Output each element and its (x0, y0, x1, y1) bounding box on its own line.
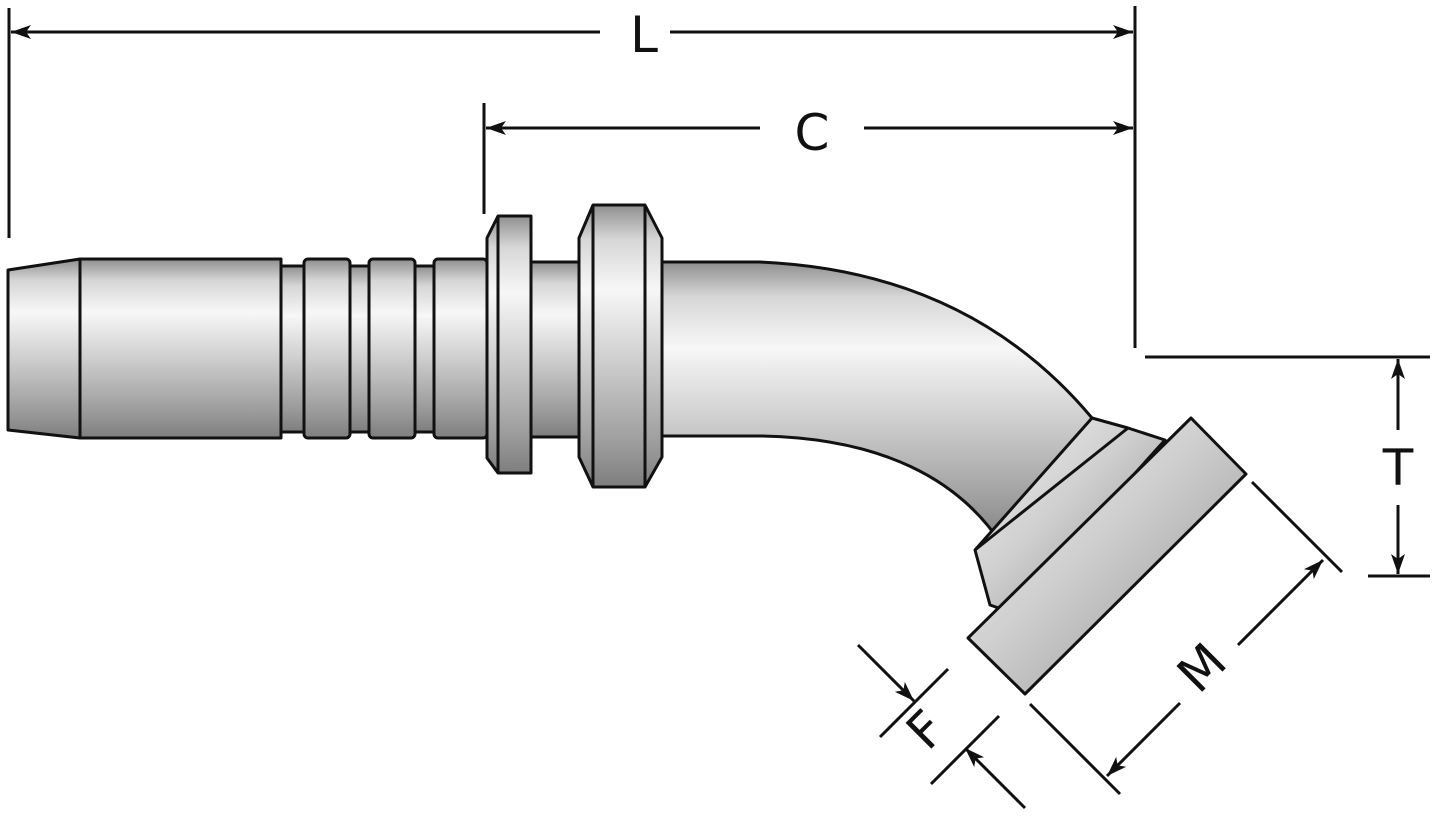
dim-M-arrow-down (1105, 701, 1182, 778)
barb-ring-1 (302, 257, 352, 440)
dim-F-arrow-right (963, 746, 1027, 810)
barb-ring-2 (367, 257, 417, 440)
dim-F-arrow-left (856, 643, 916, 703)
collar-shaft (529, 260, 581, 439)
flange-seam (974, 426, 1129, 552)
extension-line-m-top (1250, 480, 1344, 574)
flange-head (966, 416, 1248, 696)
dim-label-M: M (1166, 632, 1238, 704)
nipple-barrel (78, 257, 283, 440)
extension-line-f-left (878, 667, 950, 739)
barb-ring-3 (432, 257, 489, 440)
extension-line-m-bottom (1028, 702, 1122, 796)
fitting-body (6, 203, 1248, 696)
dim-label-L: L (630, 6, 658, 64)
fitting-details (78, 205, 1129, 552)
dimension-lines (7, 6, 1430, 810)
dim-label-T: T (1382, 439, 1414, 497)
nipple-tip (6, 257, 82, 440)
hex-collar (577, 203, 664, 489)
dim-label-C: C (795, 104, 830, 162)
dim-M-arrow-up (1236, 558, 1325, 647)
dim-label-F: F (895, 699, 956, 760)
collar-1 (485, 214, 533, 475)
